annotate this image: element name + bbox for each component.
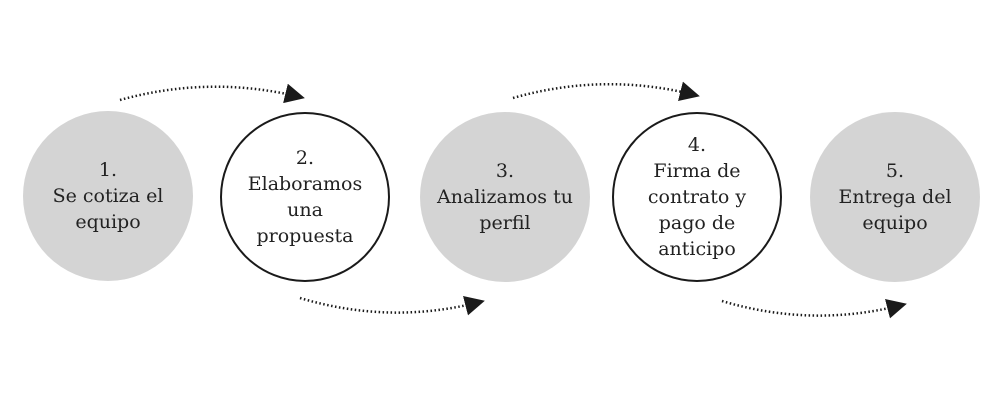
step-label-line: propuesta	[256, 225, 354, 247]
arrow-4-to-5	[721, 299, 907, 319]
step-5-circle: 5. Entrega del equipo	[810, 112, 980, 282]
step-number: 1.	[98, 159, 118, 181]
step-label-line: una	[287, 199, 323, 221]
step-number: 2.	[295, 147, 315, 169]
step-number: 4.	[687, 134, 707, 156]
step-number: 5.	[885, 160, 905, 182]
step-label-line: Analizamos tu	[437, 186, 573, 208]
step-number: 3.	[495, 160, 515, 182]
step-label-line: equipo	[75, 211, 141, 233]
arrow-2-to-3	[299, 296, 485, 316]
step-label-line: pago de	[658, 212, 736, 234]
step-label-line: Elaboramos	[247, 173, 363, 195]
step-label-line: perfil	[479, 212, 531, 234]
arrow-1-to-2	[119, 83, 305, 104]
step-label-line: Entrega del	[838, 186, 952, 208]
step-3-circle: 3. Analizamos tu perfil	[420, 112, 590, 282]
step-4-circle: 4. Firma de contrato y pago de anticipo	[612, 112, 782, 282]
step-label-line: equipo	[862, 212, 928, 234]
step-label-line: Firma de	[653, 160, 741, 182]
step-label-line: contrato y	[647, 186, 747, 208]
step-label-line: anticipo	[658, 238, 736, 260]
step-1-circle: 1. Se cotiza el equipo	[23, 111, 193, 281]
step-2-circle: 2. Elaboramos una propuesta	[220, 112, 390, 282]
arrow-3-to-4	[512, 81, 700, 102]
step-label-line: Se cotiza el	[52, 185, 164, 207]
